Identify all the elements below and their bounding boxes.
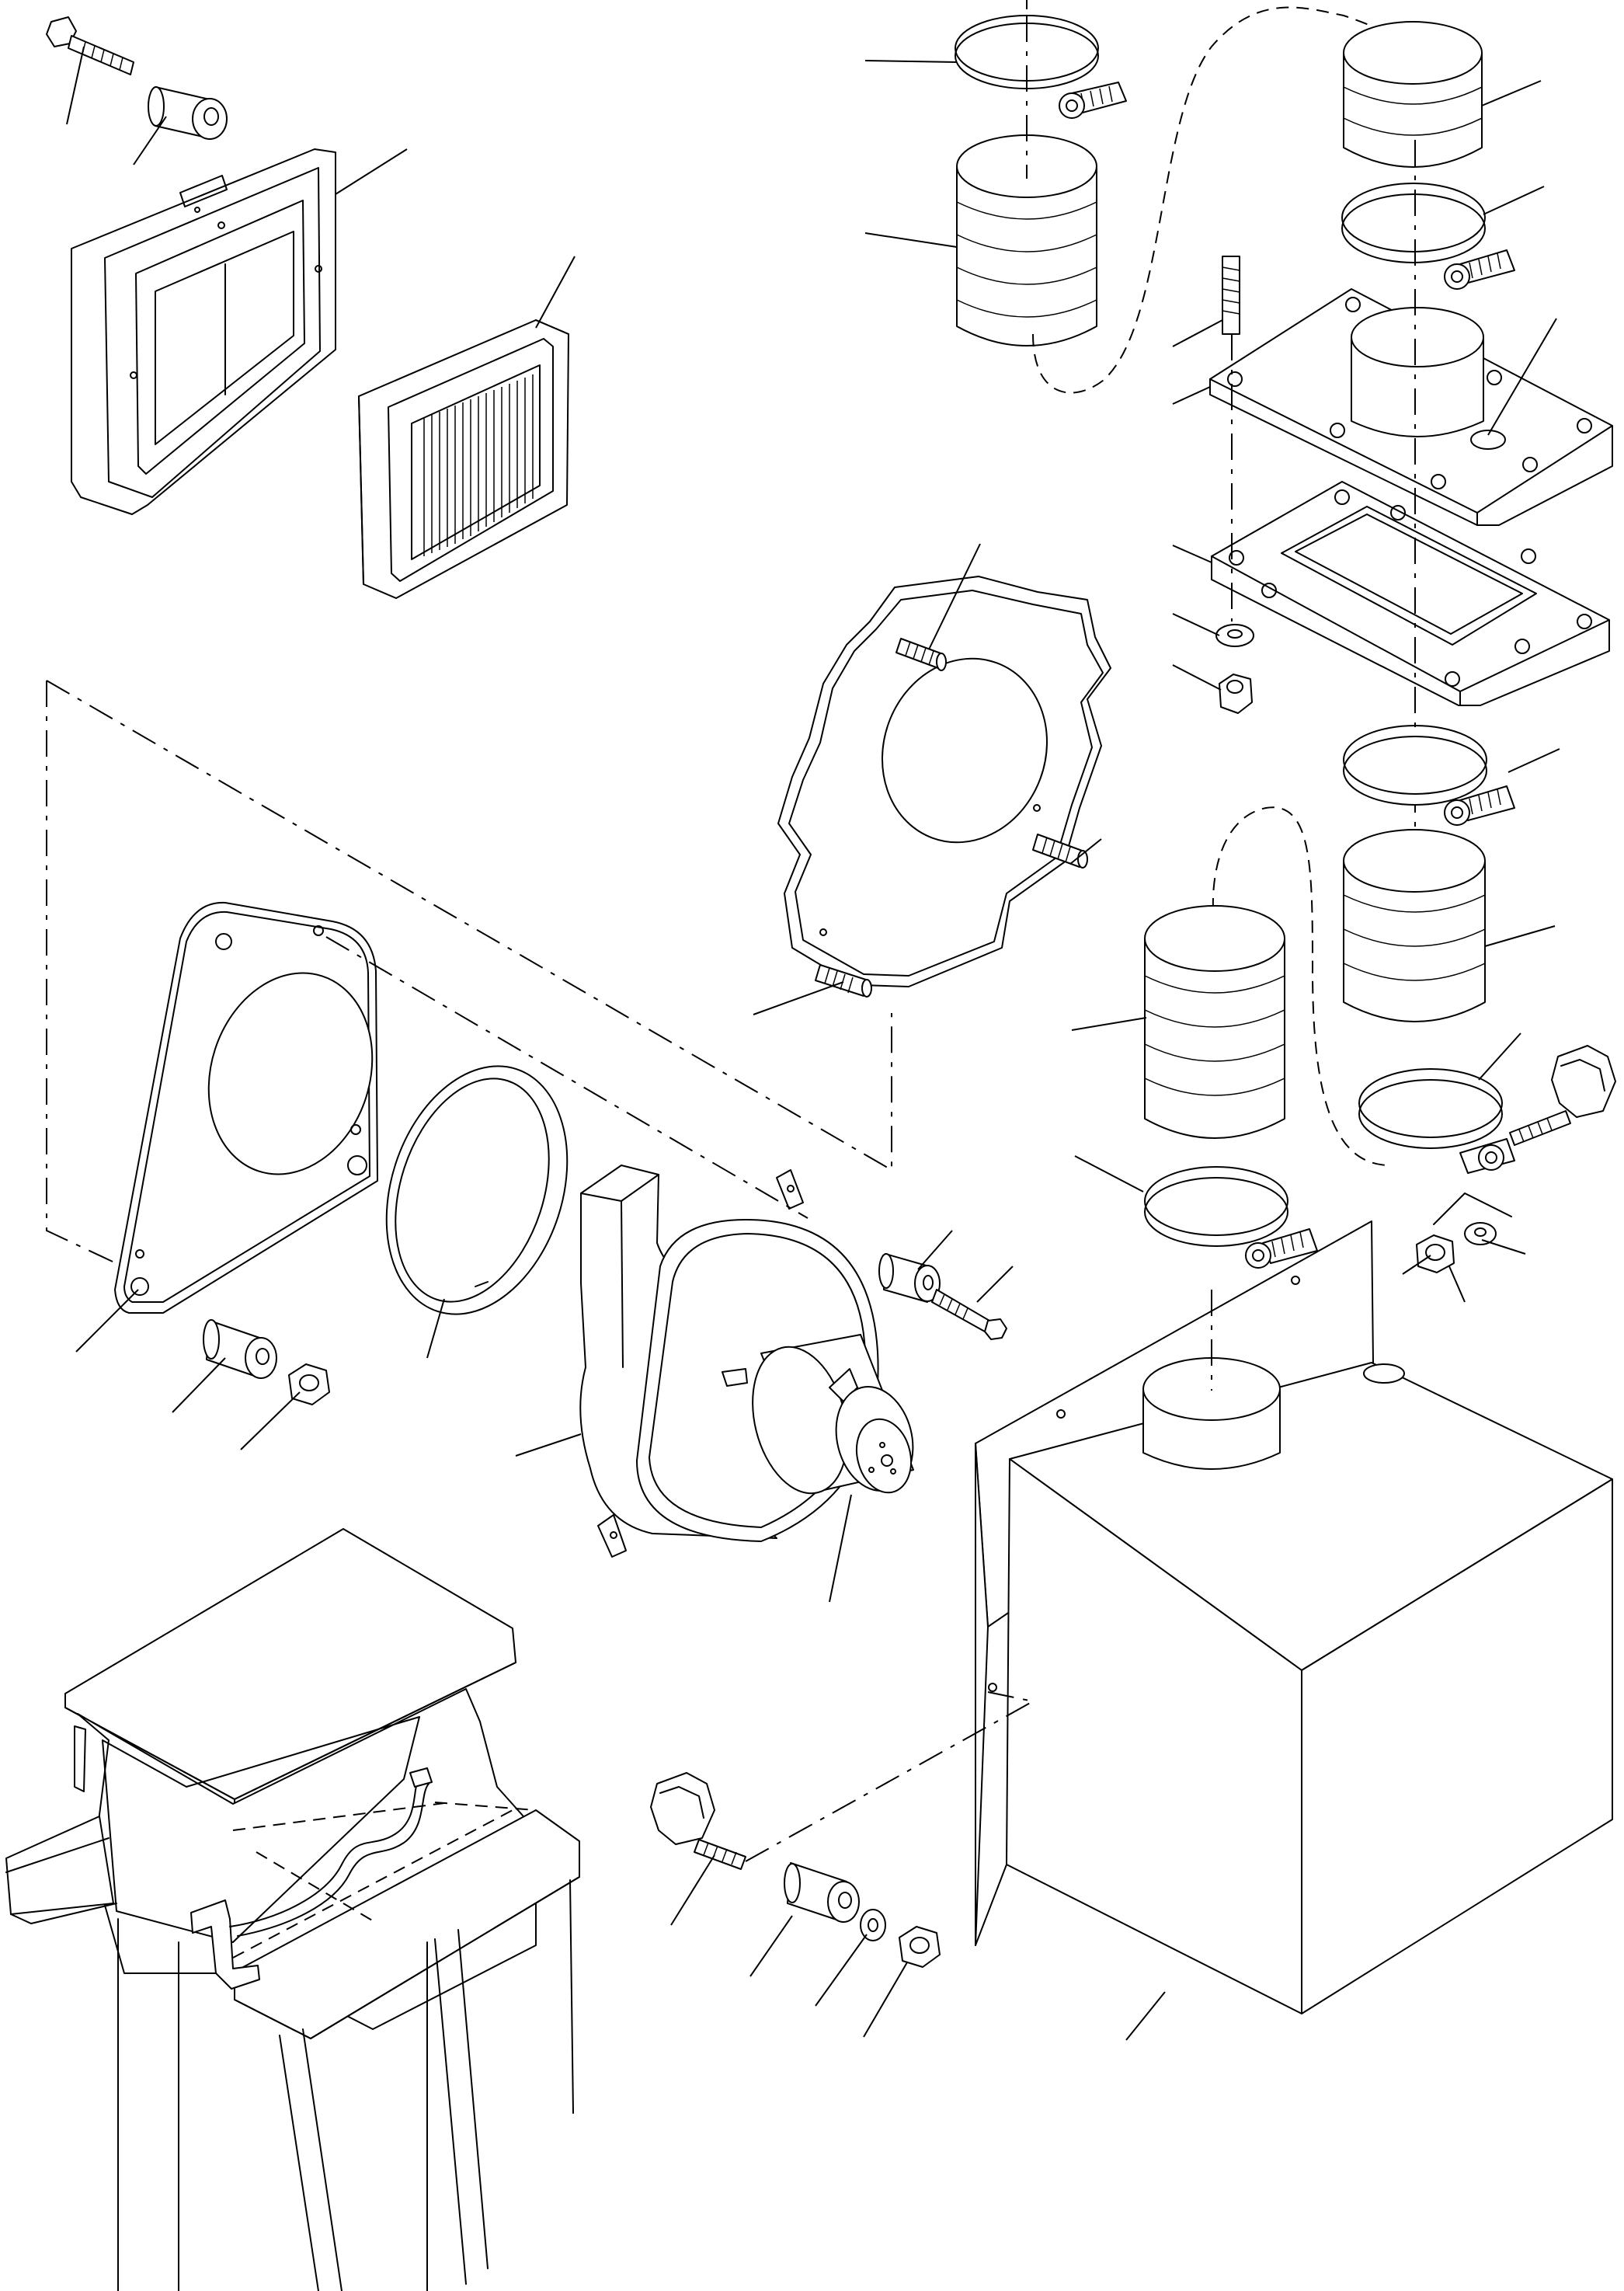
hose-clamp-top-right <box>1341 183 1515 290</box>
spacer-bracket <box>203 1319 277 1379</box>
bolt-top-left <box>46 16 134 75</box>
air-filter-element <box>358 319 569 599</box>
hose-clamp-lower-center <box>1144 1166 1318 1269</box>
seal-ring <box>385 1065 569 1315</box>
adapter-plate-center <box>777 576 1111 987</box>
hex-nut-lower <box>899 1926 941 1968</box>
bolt-blower <box>931 1289 1007 1340</box>
hose-clamp-mid-right <box>1343 725 1515 826</box>
flat-washer-right <box>1215 624 1254 647</box>
tank-inlet-tube <box>1142 1357 1281 1470</box>
spacer-top-left <box>148 86 228 140</box>
hose-clamp-lower-right <box>1358 1068 1515 1174</box>
filter-housing <box>71 148 336 515</box>
gasket-plate <box>1211 481 1610 706</box>
bellows-mid-center <box>1144 905 1285 1139</box>
spacer-blower <box>878 1253 941 1303</box>
bellows-mid-right <box>1343 829 1486 1022</box>
centerline-bracket-blower <box>325 936 809 1219</box>
assembly-boundary-line <box>46 680 892 1269</box>
flat-washer-tank <box>1464 1222 1497 1245</box>
leader-lines <box>66 0 1560 2041</box>
centerline-knob-tank <box>745 1691 1034 1862</box>
cab-body <box>5 1528 580 2291</box>
flat-washer-lower <box>860 1909 886 1941</box>
reservoir-tank <box>975 1220 1613 2014</box>
hex-nut-tank <box>1416 1234 1455 1273</box>
bellows-top-right <box>1343 21 1483 168</box>
outlet-tube-plate <box>1351 307 1484 437</box>
hand-knob-right <box>1509 1045 1616 1146</box>
spacer-lower <box>784 1862 860 1923</box>
washer-link-line <box>1433 1193 1512 1225</box>
stud-plate-lower <box>815 964 872 998</box>
hose-clamp-top-center <box>955 15 1127 119</box>
flex-hose-centerline-top <box>1032 6 1414 394</box>
hand-knob-lower <box>650 1772 746 1870</box>
blower-motor <box>722 1334 914 1495</box>
flex-hose-centerline-mid <box>1212 806 1391 1166</box>
hex-nut-bracket <box>288 1363 330 1405</box>
cab-hidden-lines <box>232 1802 537 1958</box>
stud-vertical <box>1222 256 1240 335</box>
mounting-bracket-plate <box>114 901 378 1314</box>
hex-nut-right <box>1219 674 1253 714</box>
